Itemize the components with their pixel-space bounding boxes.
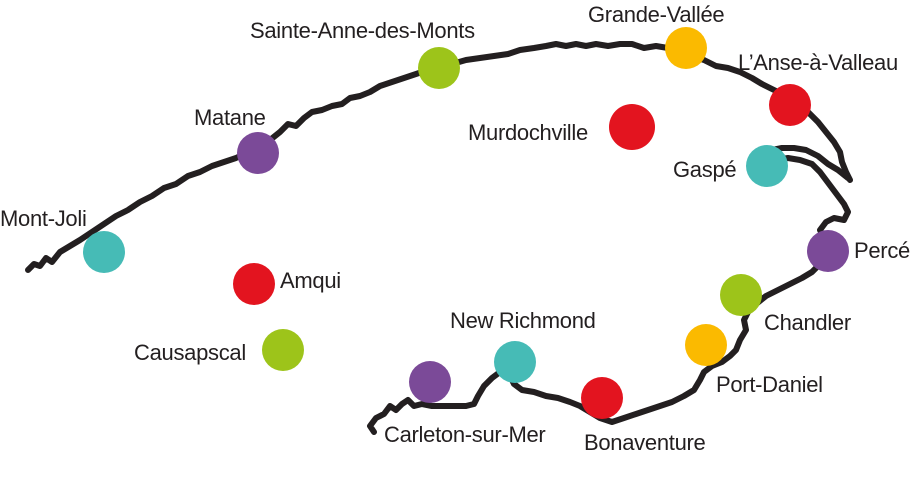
label-carleton-sur-mer: Carleton-sur-Mer bbox=[384, 422, 545, 447]
label-amqui: Amqui bbox=[280, 268, 341, 293]
label-gaspe: Gaspé bbox=[673, 157, 736, 182]
marker-matane[interactable] bbox=[237, 132, 279, 174]
marker-murdochville[interactable] bbox=[609, 104, 655, 150]
marker-perce[interactable] bbox=[807, 230, 849, 272]
label-new-richmond: New Richmond bbox=[450, 308, 596, 333]
label-port-daniel: Port-Daniel bbox=[716, 372, 823, 397]
coastline-gaspe-bay bbox=[763, 145, 851, 241]
marker-gaspe[interactable] bbox=[746, 145, 788, 187]
label-murdochville: Murdochville bbox=[468, 120, 588, 145]
marker-chandler[interactable] bbox=[720, 274, 762, 316]
marker-port-daniel[interactable] bbox=[685, 324, 727, 366]
label-matane: Matane bbox=[194, 105, 266, 130]
label-bonaventure: Bonaventure bbox=[584, 430, 706, 455]
marker-mont-joli[interactable] bbox=[83, 231, 125, 273]
label-perce: Percé bbox=[854, 238, 910, 263]
marker-new-richmond[interactable] bbox=[494, 341, 536, 383]
label-chandler: Chandler bbox=[764, 310, 851, 335]
marker-amqui[interactable] bbox=[233, 263, 275, 305]
marker-causapscal[interactable] bbox=[262, 329, 304, 371]
marker-bonaventure[interactable] bbox=[581, 377, 623, 419]
label-causapscal: Causapscal bbox=[134, 340, 246, 365]
marker-sainte-anne-des-monts[interactable] bbox=[418, 47, 460, 89]
label-grande-vallee: Grande-Vallée bbox=[588, 2, 724, 27]
label-sainte-anne-des-monts: Sainte-Anne-des-Monts bbox=[250, 18, 475, 43]
label-mont-joli: Mont-Joli bbox=[0, 206, 87, 231]
label-lanse-a-valleau: L’Anse-à-Valleau bbox=[738, 50, 898, 75]
marker-carleton-sur-mer[interactable] bbox=[409, 361, 451, 403]
marker-lanse-a-valleau[interactable] bbox=[769, 84, 811, 126]
marker-grande-vallee[interactable] bbox=[665, 27, 707, 69]
